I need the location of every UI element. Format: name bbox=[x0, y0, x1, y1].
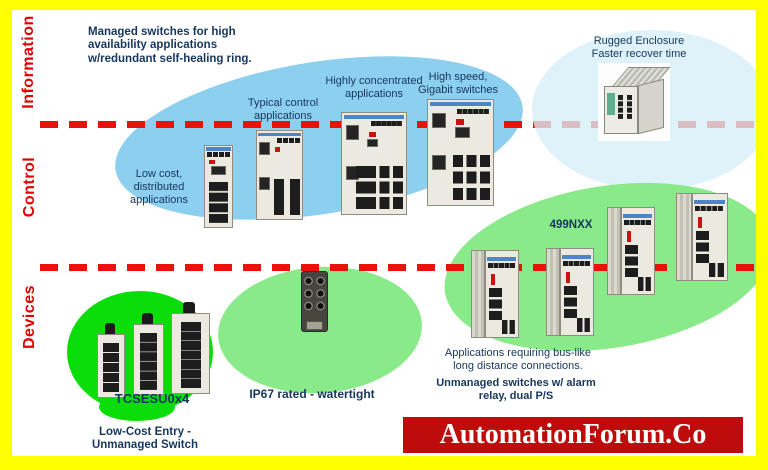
switch-port-column bbox=[209, 181, 228, 224]
rugged-side-face bbox=[638, 78, 664, 135]
high-speed-label: High speed, Gigabit switches bbox=[417, 71, 499, 96]
switch-low-cost-image bbox=[204, 145, 233, 228]
low-cost-entry-caption: Low-Cost Entry - Unmanaged Switch bbox=[91, 426, 199, 452]
switch-status-led bbox=[208, 159, 215, 165]
switch-antenna-knob bbox=[183, 302, 196, 314]
rugged-detail-dots bbox=[618, 95, 632, 119]
typical-control-label: Typical control applications bbox=[247, 97, 319, 122]
automationforum-banner: AutomationForum.Co bbox=[403, 417, 743, 453]
switch-port-column bbox=[140, 332, 158, 391]
ip67-connector-holes bbox=[303, 274, 326, 313]
switch-dual-port bbox=[637, 277, 652, 291]
switch-port-column bbox=[489, 287, 502, 320]
switch-status-led bbox=[491, 273, 495, 286]
switch-port-column bbox=[181, 322, 201, 389]
switch-label-stripe bbox=[693, 200, 725, 205]
switch-499nxx-image-3 bbox=[607, 207, 655, 295]
switch-led-row bbox=[563, 261, 590, 268]
switch-port-grid bbox=[274, 178, 301, 215]
frame-border-right bbox=[756, 0, 768, 470]
ip67-module-image bbox=[301, 271, 328, 332]
model-tcsesu-label: TCSESU0x4 bbox=[114, 391, 190, 406]
switch-ribbed-side bbox=[546, 248, 561, 336]
switch-dual-port bbox=[501, 320, 516, 334]
switch-ribbed-side bbox=[471, 250, 486, 338]
switch-led-row bbox=[488, 263, 515, 270]
switch-fiber-port bbox=[345, 125, 359, 140]
switch-typical-control-image bbox=[256, 130, 303, 220]
switch-port-column bbox=[625, 244, 638, 277]
switch-port-grid bbox=[366, 165, 404, 209]
switch-led-row bbox=[457, 108, 490, 117]
switch-dual-port bbox=[709, 263, 724, 277]
control-devices-divider-line bbox=[40, 264, 757, 271]
switch-gigabit-image bbox=[427, 99, 494, 206]
switch-label-stripe bbox=[562, 255, 592, 260]
switch-tcsesu-image-1 bbox=[97, 323, 125, 398]
switch-status-led bbox=[274, 147, 281, 152]
switch-label-stripe bbox=[258, 132, 301, 137]
switch-led-row bbox=[694, 206, 724, 213]
frame-border-top bbox=[0, 0, 768, 10]
switch-status-led bbox=[566, 271, 570, 284]
switch-label-stripe bbox=[430, 102, 491, 107]
highly-concentrated-label: Highly concentrated applications bbox=[325, 75, 423, 100]
switch-status-led bbox=[456, 119, 464, 125]
switch-499nxx-image-4 bbox=[676, 193, 728, 281]
switch-console-port bbox=[455, 126, 470, 138]
switch-status-led bbox=[627, 230, 631, 243]
frame-border-left bbox=[0, 0, 12, 470]
ip67-caption: IP67 rated - watertight bbox=[249, 387, 375, 401]
switch-led-row bbox=[624, 220, 651, 227]
switch-port-grid bbox=[453, 154, 490, 200]
switch-499nxx-image-1 bbox=[471, 250, 519, 338]
switch-499nxx-image-2 bbox=[546, 248, 594, 336]
rugged-label-strip bbox=[607, 93, 615, 115]
switch-port-column bbox=[103, 342, 119, 392]
category-label-information: Information bbox=[20, 15, 37, 109]
low-cost-label: Low cost, distributed applications bbox=[129, 168, 189, 206]
switch-port-column bbox=[564, 285, 577, 318]
switch-uplink-port bbox=[210, 165, 227, 175]
switch-port-column bbox=[695, 230, 710, 263]
switch-label-stripe bbox=[623, 214, 653, 219]
bus-distance-note: Applications requiring bus-like long dis… bbox=[444, 347, 592, 372]
switch-status-led bbox=[697, 216, 702, 229]
switch-led-row bbox=[370, 121, 403, 129]
switch-fiber-port bbox=[259, 176, 270, 191]
switch-label-stripe bbox=[344, 115, 404, 120]
switch-status-led bbox=[368, 131, 376, 137]
switch-antenna-knob bbox=[142, 313, 154, 325]
switch-tcsesu-image-2 bbox=[133, 313, 164, 395]
switch-led-row bbox=[206, 152, 231, 158]
switch-fiber-port bbox=[259, 141, 270, 156]
rugged-enclosure-note: Rugged Enclosure Faster recover time bbox=[591, 35, 687, 60]
switch-port-grid bbox=[355, 165, 368, 209]
rugged-switch-image bbox=[598, 63, 671, 141]
unmanaged-alarm-note: Unmanaged switches w/ alarm relay, dual … bbox=[436, 377, 596, 402]
switch-label-stripe bbox=[205, 147, 232, 151]
switch-fiber-port bbox=[431, 154, 447, 170]
switch-fiber-port bbox=[431, 112, 447, 128]
category-label-control: Control bbox=[21, 156, 38, 218]
switch-ribbed-side bbox=[676, 193, 692, 281]
switch-concentrated-image bbox=[341, 112, 407, 215]
model-499nxx-label: 499NXX bbox=[549, 219, 593, 231]
switch-tcsesu-image-3 bbox=[171, 302, 210, 394]
switch-dual-port bbox=[576, 318, 591, 332]
switch-led-row bbox=[277, 138, 300, 145]
switch-label-stripe bbox=[487, 257, 517, 262]
switch-ribbed-side bbox=[607, 207, 622, 295]
switch-antenna-knob bbox=[105, 323, 116, 335]
managed-switches-note: Managed switches for high availability a… bbox=[88, 26, 252, 65]
ip67-connector-foot bbox=[305, 321, 324, 330]
switch-console-port bbox=[367, 138, 378, 147]
frame-border-bottom bbox=[0, 456, 768, 470]
category-label-devices: Devices bbox=[21, 285, 38, 349]
